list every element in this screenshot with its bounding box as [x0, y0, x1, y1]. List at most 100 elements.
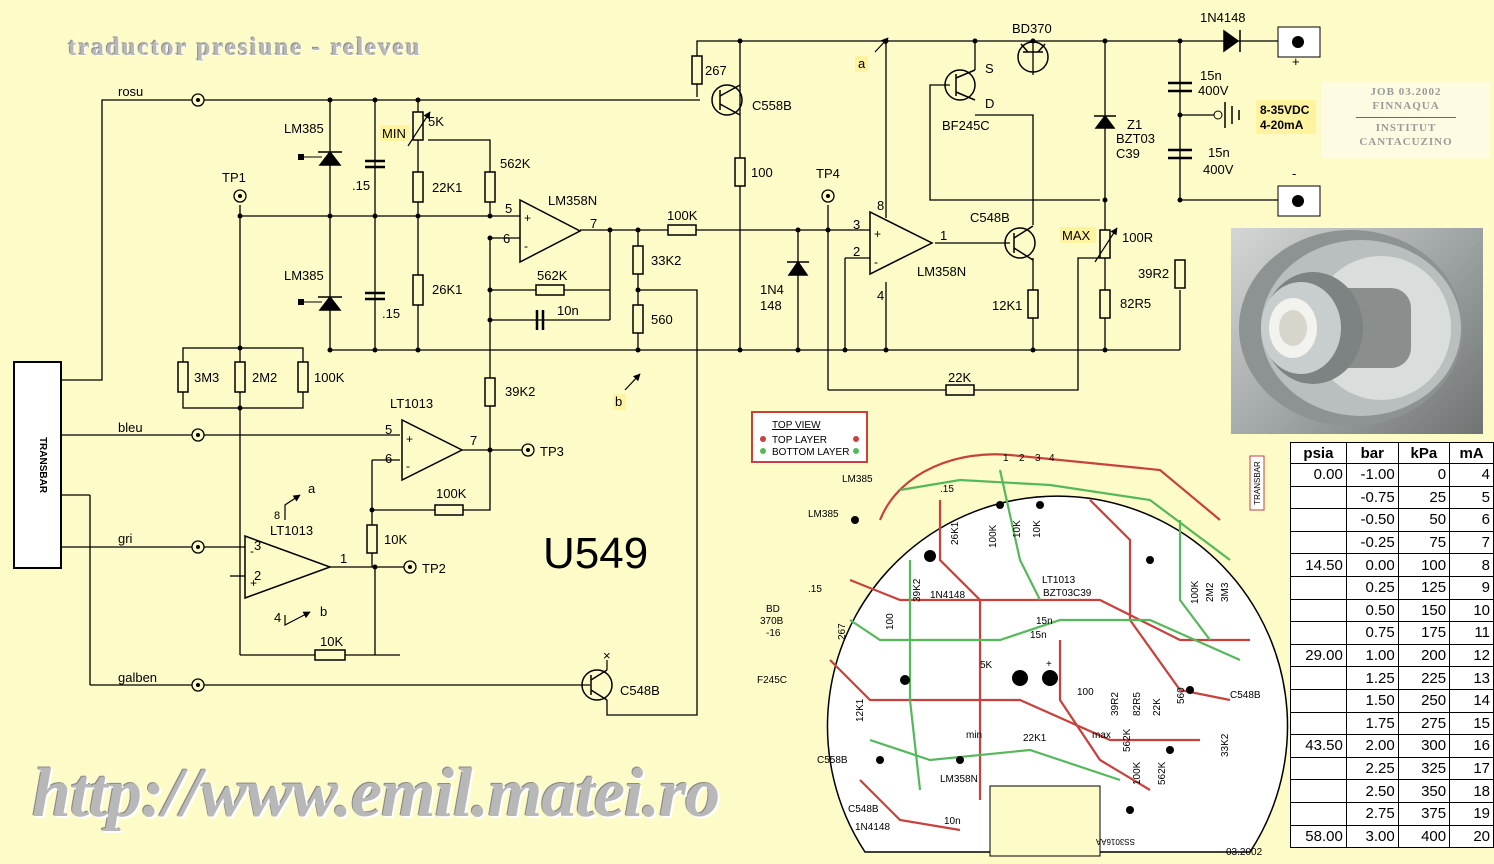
- svg-text:3: 3: [853, 217, 860, 232]
- svg-text:39R2: 39R2: [1110, 692, 1121, 716]
- svg-text:.15: .15: [808, 584, 822, 595]
- svg-text:22K1: 22K1: [1023, 733, 1047, 744]
- svg-text:BZT03C39: BZT03C39: [1043, 588, 1092, 599]
- svg-text:8-35VDC: 8-35VDC: [1260, 103, 1310, 117]
- table-cell: 10: [1449, 598, 1494, 623]
- svg-text:a: a: [858, 56, 866, 71]
- table-cell: 50: [1397, 508, 1451, 532]
- table-cell: 2.75: [1345, 801, 1399, 826]
- opamp-lt1013-1: [401, 418, 464, 482]
- resistor-100k-c: [434, 504, 464, 516]
- transistor-c558b: [711, 84, 743, 116]
- svg-text:560: 560: [1176, 687, 1187, 704]
- svg-text:5: 5: [385, 422, 392, 437]
- svg-text:10n: 10n: [944, 816, 961, 827]
- table-cell: 17: [1449, 756, 1494, 781]
- table-cell: 8: [1449, 553, 1494, 577]
- svg-text:SS3016AA: SS3016AA: [1095, 837, 1135, 846]
- svg-text:-: -: [406, 459, 410, 473]
- transistors: [581, 41, 1049, 701]
- svg-text:4: 4: [1049, 453, 1055, 464]
- svg-text:10K: 10K: [1032, 520, 1043, 538]
- svg-text:MAX: MAX: [1062, 228, 1091, 243]
- svg-text:12K1: 12K1: [992, 298, 1022, 313]
- title-watermark: traductor presiune - releveu: [68, 34, 422, 61]
- table-cell: 400: [1397, 824, 1451, 849]
- table-cell: 1.00: [1345, 643, 1399, 668]
- svg-text:12K1: 12K1: [855, 698, 866, 722]
- svg-text:+: +: [406, 432, 413, 446]
- svg-text:bleu: bleu: [118, 420, 143, 435]
- svg-text:LM385: LM385: [808, 509, 839, 520]
- table-header-cell: bar: [1345, 442, 1399, 464]
- svg-text:82R5: 82R5: [1120, 296, 1151, 311]
- svg-text:C558B: C558B: [752, 98, 792, 113]
- table-cell: -0.75: [1345, 485, 1399, 510]
- svg-text:U549: U549: [543, 529, 648, 578]
- table-cell: [1290, 575, 1347, 600]
- table-cell: 25: [1397, 485, 1451, 510]
- table-cell: 125: [1397, 575, 1451, 600]
- table-cell: 350: [1397, 779, 1451, 803]
- svg-text:-: -: [1292, 166, 1296, 181]
- svg-text:TOP LAYER: TOP LAYER: [772, 435, 827, 446]
- svg-text:TP1: TP1: [222, 170, 246, 185]
- svg-text:100K: 100K: [988, 524, 999, 548]
- transistor-bd370: [1017, 41, 1049, 73]
- svg-text:370B: 370B: [760, 616, 784, 627]
- svg-text:+: +: [524, 211, 531, 225]
- svg-text:galben: galben: [118, 670, 157, 685]
- resistors: [177, 55, 1186, 661]
- table-cell: [1290, 598, 1347, 623]
- svg-text:TRANSBAR: TRANSBAR: [1253, 461, 1262, 505]
- credit-institute-1: INSTITUT: [1375, 122, 1437, 134]
- svg-text:15n: 15n: [1200, 68, 1222, 83]
- table-cell: 43.50: [1290, 734, 1347, 758]
- svg-text:22K1: 22K1: [432, 180, 462, 195]
- svg-text:100R: 100R: [1122, 230, 1153, 245]
- svg-text:1N4148: 1N4148: [1200, 10, 1246, 25]
- table-cell: 275: [1397, 711, 1451, 736]
- resistor-26k1: [412, 274, 424, 306]
- svg-text:562K: 562K: [1122, 728, 1133, 752]
- svg-text:LM385: LM385: [284, 268, 324, 283]
- opamp-lm358n-1: [519, 198, 582, 264]
- table-cell: 250: [1397, 688, 1451, 713]
- svg-text:TOP VIEW: TOP VIEW: [772, 420, 821, 431]
- website-watermark: http://www.emil.matei.ro: [32, 755, 720, 832]
- resistor-562k-a: [484, 171, 496, 203]
- svg-text:-: -: [524, 239, 528, 253]
- table-cell: 7: [1449, 530, 1494, 555]
- svg-text:C558B: C558B: [817, 755, 848, 766]
- svg-text:148: 148: [760, 298, 782, 313]
- svg-text:LT1013: LT1013: [1042, 575, 1076, 586]
- svg-text:BOTTOM LAYER: BOTTOM LAYER: [772, 447, 849, 458]
- svg-text:LM385: LM385: [842, 474, 873, 485]
- resistor-12k1: [1027, 289, 1039, 319]
- wires: [62, 40, 1280, 716]
- svg-text:26K1: 26K1: [950, 521, 961, 545]
- svg-text:10K: 10K: [384, 532, 407, 547]
- table-cell: 1.50: [1345, 688, 1399, 713]
- svg-text:BD: BD: [766, 604, 780, 615]
- table-cell: 12: [1449, 643, 1494, 668]
- table-cell: -1.00: [1345, 463, 1399, 487]
- table-cell: 100: [1397, 553, 1451, 577]
- table-cell: 14.50: [1290, 553, 1347, 577]
- transistor-c548b-a: [1004, 227, 1036, 259]
- resistor-100k-b: [297, 361, 309, 393]
- svg-text:BZT03: BZT03: [1116, 131, 1155, 146]
- svg-text:22K: 22K: [948, 370, 971, 385]
- svg-text:2M2: 2M2: [252, 370, 277, 385]
- pcb-layout: TOP VIEW TOP LAYER BOTTOM LAYER 03.2002 …: [751, 411, 1289, 858]
- op-amps: [244, 198, 934, 600]
- table-cell: 75: [1397, 530, 1451, 555]
- table-cell: [1290, 779, 1347, 803]
- svg-text:400V: 400V: [1203, 162, 1234, 177]
